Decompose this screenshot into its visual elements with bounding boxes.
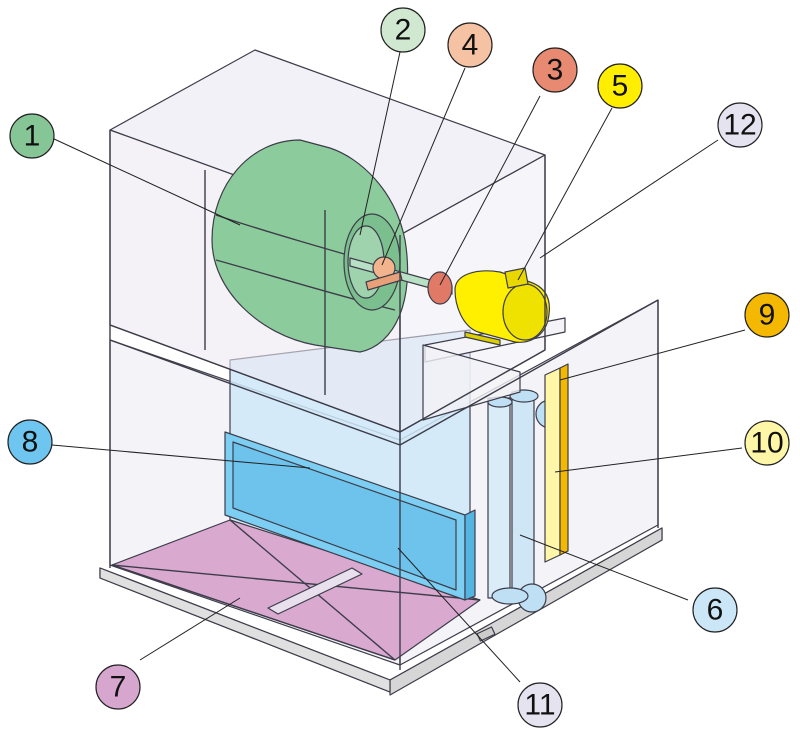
fan-scroll — [211, 139, 409, 353]
drain-outlet — [476, 626, 496, 642]
base-frame — [99, 527, 663, 696]
callout-11-label: 11 — [524, 689, 555, 722]
leader-1 — [51, 137, 241, 226]
callout-12: 12 — [717, 102, 763, 148]
callout-3-circle — [532, 47, 578, 93]
rail-lower-top-right — [399, 299, 659, 446]
leader-11 — [397, 547, 521, 683]
leader-6 — [519, 534, 689, 601]
leader-12 — [539, 139, 719, 259]
callout-1: 1 — [9, 113, 55, 159]
callout-badges: 1 2 3 4 5 6 7 8 — [7, 7, 790, 728]
leader-2 — [359, 51, 401, 236]
callout-11-circle — [517, 682, 563, 728]
leader-9 — [559, 329, 746, 381]
callout-8-label: 8 — [22, 426, 39, 459]
motor-terminal-box — [504, 267, 529, 289]
callout-4: 4 — [447, 22, 493, 68]
callout-2-circle — [380, 7, 426, 53]
callout-6: 6 — [692, 587, 738, 633]
callout-9: 9 — [744, 292, 790, 338]
callout-5-label: 5 — [612, 70, 629, 103]
callout-6-label: 6 — [707, 594, 724, 627]
eliminator-edge — [559, 363, 569, 556]
leader-3 — [439, 95, 541, 286]
bearing-mount — [365, 271, 403, 291]
drain-pan-cross-3 — [111, 564, 481, 601]
leader-lines — [51, 51, 746, 683]
callout-4-circle — [447, 22, 493, 68]
base-skid-left — [99, 567, 391, 693]
callout-12-circle — [717, 102, 763, 148]
callout-7-label: 7 — [110, 671, 127, 704]
callout-5-circle — [597, 63, 643, 109]
callout-2: 2 — [380, 7, 426, 53]
motor-foot — [464, 331, 501, 346]
rail-lower-top-left — [109, 339, 401, 446]
rail-mid-left — [109, 324, 401, 433]
leader-7 — [139, 597, 241, 661]
frame-posts — [109, 130, 659, 670]
callout-12-label: 12 — [723, 109, 756, 142]
callout-10-circle — [744, 420, 790, 466]
callout-9-circle — [744, 292, 790, 338]
callout-1-label: 1 — [24, 120, 41, 153]
callout-4-label: 4 — [462, 29, 479, 62]
motor-end-cap — [502, 283, 548, 341]
callout-3: 3 — [532, 47, 578, 93]
callout-11: 11 — [517, 682, 563, 728]
callout-8: 8 — [7, 419, 53, 465]
coil-tube-2 — [511, 391, 535, 593]
drain-pan-cross-1 — [111, 564, 396, 661]
coil-header-bottom — [491, 587, 529, 605]
callout-1-circle — [9, 113, 55, 159]
callout-7: 7 — [95, 664, 141, 710]
eliminator-face — [544, 367, 561, 563]
filter-side — [464, 509, 476, 601]
belt-guard — [422, 344, 521, 421]
callout-5: 5 — [597, 63, 643, 109]
drain-pan — [111, 519, 496, 661]
leader-8 — [51, 444, 311, 469]
drain-pan-support — [267, 567, 363, 615]
callout-10-label: 10 — [750, 427, 783, 460]
leader-10 — [554, 447, 743, 473]
rail-mid-right — [399, 349, 546, 433]
leader-4 — [381, 67, 466, 266]
callout-3-label: 3 — [547, 54, 564, 87]
callout-8-circle — [7, 419, 53, 465]
eliminator — [544, 363, 569, 563]
leader-5 — [517, 107, 613, 281]
callout-2-label: 2 — [395, 14, 412, 47]
callout-7-circle — [95, 664, 141, 710]
motor — [454, 267, 551, 346]
fan-pulley — [427, 271, 453, 305]
callout-6-circle — [692, 587, 738, 633]
callout-10: 10 — [744, 420, 790, 466]
callout-9-label: 9 — [759, 299, 776, 332]
coil-tube-1 — [487, 397, 511, 599]
